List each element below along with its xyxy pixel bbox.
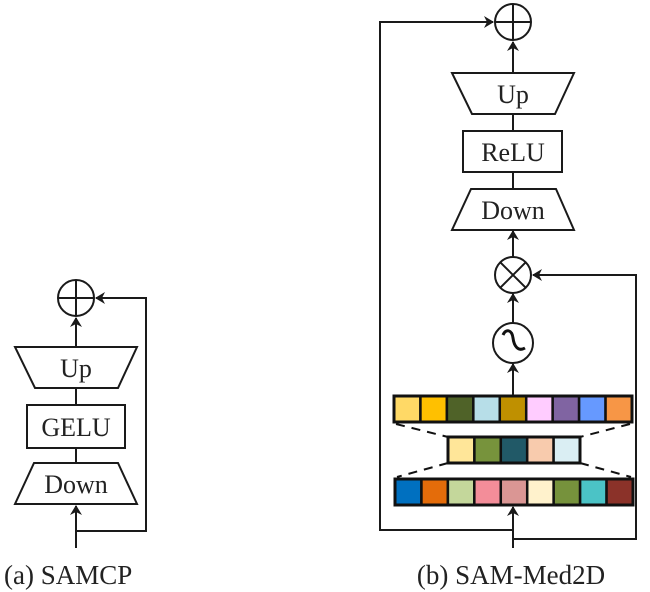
feature-cell bbox=[499, 435, 529, 465]
caption-a: (a) SAMCP bbox=[4, 560, 132, 590]
gate-input-arrow bbox=[513, 269, 637, 540]
feature-cell bbox=[445, 394, 475, 424]
activation-label: ReLU bbox=[481, 138, 545, 167]
sigmoid-icon bbox=[492, 322, 534, 364]
feature-cell bbox=[473, 435, 503, 465]
feature-cell bbox=[420, 477, 450, 507]
add-icon bbox=[494, 3, 532, 41]
activation-block: GELU bbox=[26, 404, 126, 449]
down-label: Down bbox=[44, 470, 108, 499]
projection-dashed-line bbox=[396, 462, 449, 478]
up-label: Up bbox=[60, 354, 92, 383]
projection-dashed-line bbox=[579, 423, 631, 438]
skip-connection-arrow bbox=[379, 16, 513, 531]
feature-bar-top bbox=[392, 394, 634, 424]
activation-label: GELU bbox=[41, 413, 111, 442]
feature-bars bbox=[392, 394, 635, 507]
activation-block: ReLU bbox=[462, 130, 563, 173]
feature-cell bbox=[472, 394, 502, 424]
add-icon bbox=[57, 279, 95, 317]
feature-cell bbox=[524, 394, 554, 424]
panel-a: Down GELU Up (a) SAMCP bbox=[4, 279, 147, 590]
feature-cell bbox=[499, 477, 529, 507]
feature-cell bbox=[392, 394, 422, 424]
feature-bar-bottom bbox=[393, 477, 635, 507]
multiply-icon bbox=[494, 256, 532, 294]
feature-cell bbox=[419, 394, 449, 424]
up-label: Up bbox=[497, 80, 529, 109]
caption-b: (b) SAM-Med2D bbox=[417, 560, 605, 590]
feature-cell bbox=[393, 477, 423, 507]
feature-cell bbox=[551, 394, 581, 424]
feature-cell bbox=[605, 477, 635, 507]
feature-bar-middle bbox=[446, 435, 582, 465]
projection-dashed-line bbox=[579, 462, 632, 478]
feature-bar-frame bbox=[446, 435, 582, 465]
skip-connection-arrow bbox=[76, 292, 147, 532]
feature-cell bbox=[473, 477, 503, 507]
feature-cell bbox=[604, 394, 634, 424]
feature-bar-frame bbox=[393, 477, 635, 507]
feature-cell bbox=[525, 435, 555, 465]
feature-cell bbox=[525, 477, 555, 507]
down-block: Down bbox=[13, 462, 139, 505]
feature-bar-frame bbox=[392, 394, 634, 424]
feature-cell bbox=[446, 477, 476, 507]
feature-cell bbox=[446, 435, 476, 465]
feature-cell bbox=[552, 477, 582, 507]
feature-cell bbox=[577, 394, 607, 424]
feature-cell bbox=[552, 435, 582, 465]
down-label: Down bbox=[481, 196, 545, 225]
feature-cell bbox=[498, 394, 528, 424]
feature-cell bbox=[578, 477, 608, 507]
panel-b: Down ReLU Up (b) SAM-Med2D bbox=[379, 3, 637, 590]
up-block: Up bbox=[450, 72, 576, 115]
down-block: Down bbox=[450, 188, 576, 231]
up-block: Up bbox=[13, 346, 139, 389]
projection-dashed-line bbox=[395, 423, 449, 438]
